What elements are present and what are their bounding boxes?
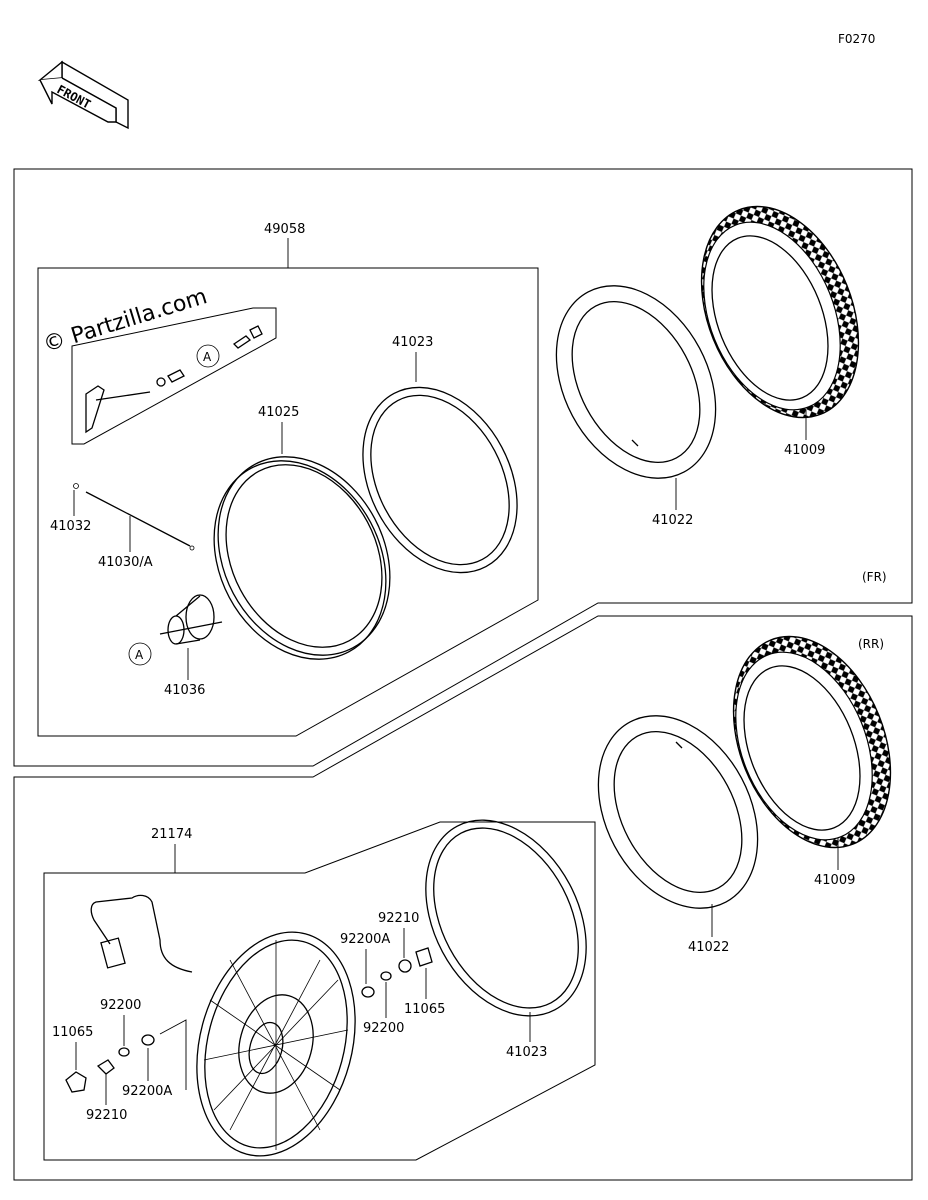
label-21174: 21174: [151, 827, 192, 842]
watermark: © Partzilla.com: [40, 284, 210, 358]
rear-tire-part: [732, 635, 892, 849]
rear-left-hardware: [65, 1019, 187, 1093]
label-92200-right: 92200: [363, 1021, 404, 1036]
label-92210-right: 92210: [378, 911, 419, 926]
front-section-frame: [13, 168, 913, 767]
callout-a-circle-lower: [128, 642, 152, 666]
spoke-nipple-part: [85, 369, 185, 434]
rear-wheel-assy-frame: [43, 821, 596, 1161]
label-11065-left: 11065: [52, 1025, 93, 1040]
label-41009-front: 41009: [784, 443, 825, 458]
label-92200-left: 92200: [100, 998, 141, 1013]
front-rim-band-part: [362, 386, 518, 574]
callout-a-circle-upper: [196, 344, 220, 368]
label-92210-left: 92210: [86, 1108, 127, 1123]
label-41023-front: 41023: [392, 335, 433, 350]
label-41025: 41025: [258, 405, 299, 420]
rear-tube-part: [597, 715, 759, 909]
rear-right-hardware: [361, 947, 433, 998]
label-41023-rear: 41023: [506, 1045, 547, 1060]
spoke-part: [73, 483, 195, 551]
label-41036: 41036: [164, 683, 205, 698]
label-41032: 41032: [50, 519, 91, 534]
label-41030a: 41030/A: [98, 555, 153, 570]
rear-section-label: (RR): [858, 637, 884, 651]
label-92200a-right: 92200A: [340, 932, 390, 947]
callout-a-upper: A: [203, 350, 212, 364]
front-arrow-icon: FRONT: [37, 60, 129, 130]
hub-part: [159, 594, 223, 645]
front-wheel-assy-frame: [37, 267, 539, 737]
label-49058: 49058: [264, 222, 305, 237]
label-41009-rear: 41009: [814, 873, 855, 888]
rear-motor-wheel-part: [90, 894, 356, 1157]
spoke-kit-frame: [71, 307, 277, 445]
rear-section-frame: [13, 615, 913, 1181]
rear-rim-band-part: [425, 819, 587, 1017]
front-tire-part: [700, 205, 860, 419]
diagram-code: F0270: [838, 32, 875, 46]
front-rim-part: [213, 456, 391, 660]
label-41022-rear: 41022: [688, 940, 729, 955]
label-11065-right: 11065: [404, 1002, 445, 1017]
front-tube-part: [555, 285, 717, 479]
front-section-label: (FR): [862, 570, 887, 584]
label-41022-front: 41022: [652, 513, 693, 528]
callout-a-lower: A: [135, 648, 144, 662]
label-92200a-left: 92200A: [122, 1084, 172, 1099]
valve-part: [232, 325, 263, 349]
